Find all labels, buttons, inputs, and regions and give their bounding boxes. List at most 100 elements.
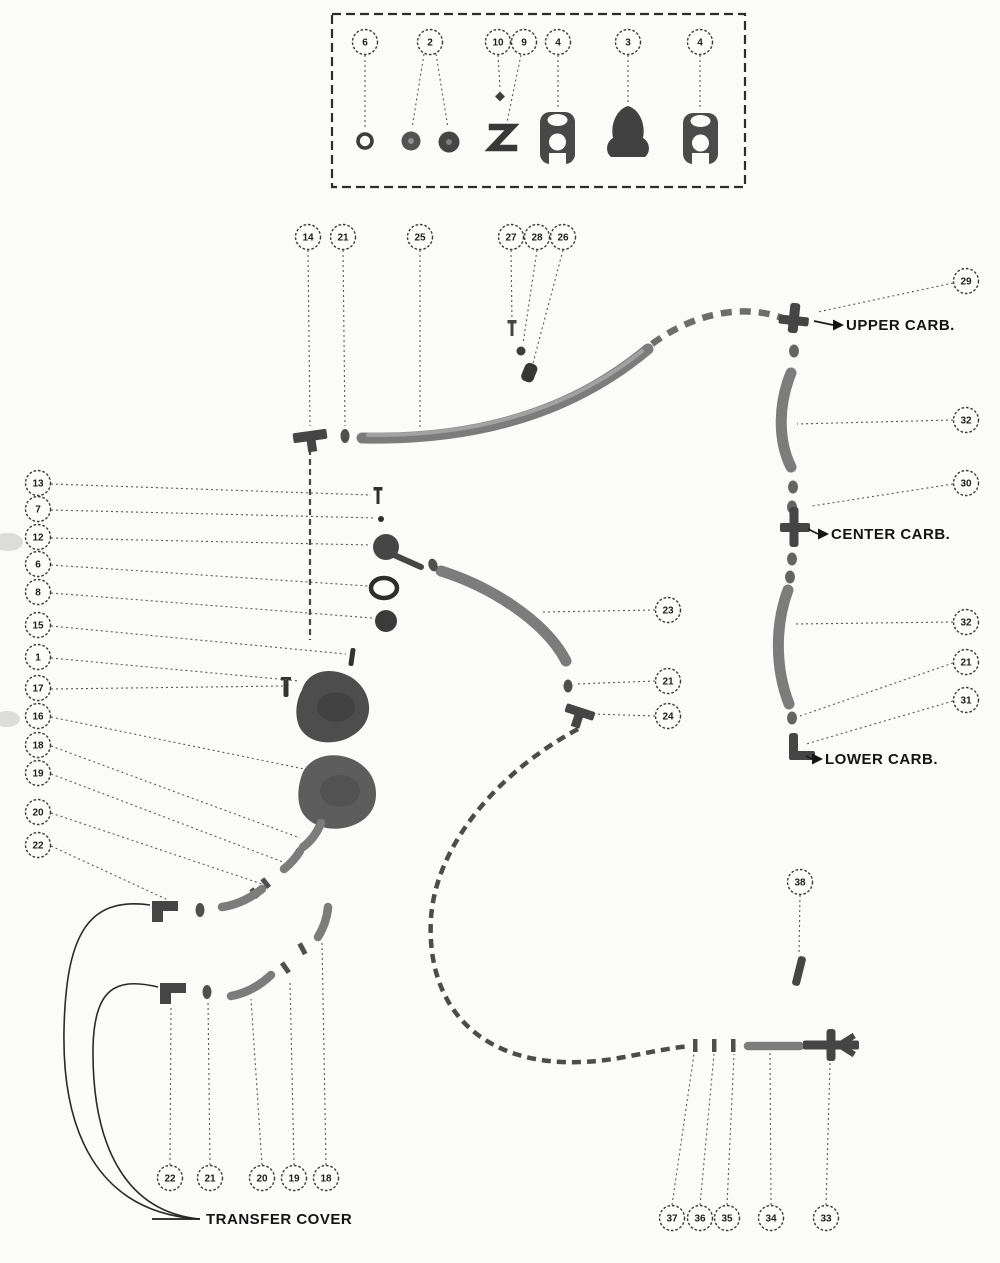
callout-circle [351,28,379,56]
callout-number: 4 [697,38,703,49]
leader-line [50,812,263,885]
callout-number: 20 [256,1174,268,1185]
callout-17: 17 [24,674,52,702]
leader-line [699,1053,715,1206]
callout-circle [686,28,714,56]
callout-number: 7 [35,505,41,516]
clamp-icon [563,679,573,693]
callout-number: 22 [164,1174,176,1185]
callout-29: 29 [952,267,980,295]
fuel-lines [308,308,805,1065]
callout-24: 24 [654,702,682,730]
callout-number: 26 [557,233,569,244]
callout-6: 6 [351,28,379,56]
leader-line [497,54,501,90]
callout-number: 18 [320,1174,332,1185]
callout-number: 38 [794,878,806,889]
callout-4: 4 [544,28,572,56]
callout-number: 29 [960,277,972,288]
callout-8: 8 [24,578,52,606]
scan-artifact [0,711,20,727]
connector-ring-icon [787,711,797,725]
callout-circle [658,1204,686,1232]
callout-number: 21 [204,1174,216,1185]
callout-number: 6 [35,560,41,571]
callout-31: 31 [952,686,980,714]
callout-21: 21 [952,648,980,676]
callout-22: 22 [24,831,52,859]
center-carb-fitting-icon [780,507,810,547]
callout-25: 25 [406,223,434,251]
screw-part-icon [495,91,505,102]
callout-circle [484,28,512,56]
leader-line [50,716,315,772]
callout-18: 18 [24,731,52,759]
washer-hole [446,139,452,145]
leader-line [289,979,295,1166]
callout-circle [523,223,551,251]
callout-9: 9 [510,28,538,56]
callout-35: 35 [713,1204,741,1232]
leader-line [798,894,801,956]
middle-hose [435,565,572,667]
callout-13: 13 [24,469,52,497]
callout-19: 19 [280,1164,308,1192]
leader-line [50,592,373,619]
callout-number: 10 [492,38,504,49]
callout-circle [24,731,52,759]
callout-circle [786,868,814,896]
leader-line [532,249,564,364]
hose-piece-icon [279,846,305,874]
callout-number: 17 [32,684,44,695]
leader-line [510,249,513,322]
callout-22: 22 [156,1164,184,1192]
leader-line [799,662,954,717]
callout-circle [196,1164,224,1192]
leader-line [50,625,347,655]
callout-number: 18 [32,741,44,752]
callout-circle [24,611,52,639]
callout-circle [497,223,525,251]
fitting-part-icon [683,113,718,164]
callout-21: 21 [654,667,682,695]
callout-26: 26 [549,223,577,251]
label-lead-line [813,320,834,326]
callout-circle [549,223,577,251]
lower-carb-fitting-icon [789,733,815,760]
callout-circle [952,267,980,295]
callout-34: 34 [757,1204,785,1232]
callout-number: 1 [35,653,41,664]
callout-10: 10 [484,28,512,56]
upper-hose-hidden [650,308,792,347]
label-upper-carb: UPPER CARB. [813,317,954,334]
scan-artifact [0,533,23,551]
callout-number: 2 [427,38,433,49]
callout-circle [248,1164,276,1192]
screw-icon-27 [507,320,517,336]
callout-circle [654,702,682,730]
callout-32: 32 [952,608,980,636]
callout-14: 14 [294,223,322,251]
callout-number: 21 [960,658,972,669]
hose-piece-icon [298,818,326,852]
leader-line [50,564,369,587]
pump-body-shading [317,692,355,722]
o-ring-part-icon [356,132,374,150]
callout-circle [24,550,52,578]
leader-line [542,609,656,613]
callout-circle [757,1204,785,1232]
leader-line [506,54,522,123]
callout-number: 19 [288,1174,300,1185]
center-to-lower-hose [772,584,795,710]
transfer-cover-leader-inner [92,983,200,1220]
hose-piece-icon [217,884,267,912]
callout-number: 36 [694,1214,706,1225]
label-text: LOWER CARB. [825,751,938,768]
connector-ring-icon [787,552,797,566]
ball-icon-28 [516,346,526,356]
callout-number: 27 [505,233,517,244]
callout-circle [952,608,980,636]
clamp-icon [202,985,212,999]
